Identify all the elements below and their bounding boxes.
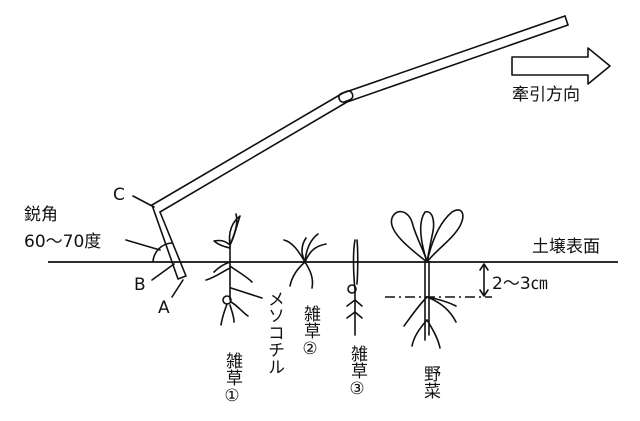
- weed-1-plant: [205, 213, 263, 326]
- vegetable-label: 野菜: [420, 365, 441, 399]
- weed-2-plant: [283, 233, 327, 289]
- pull-direction-label: 牽引方向: [512, 85, 580, 105]
- weed-2-label: 雑草②: [300, 305, 321, 359]
- weed-1-label: 雑草①: [222, 352, 243, 406]
- acute-angle-label: 鋭角: [24, 205, 58, 225]
- mesocotyl-label: メソコチル: [264, 290, 284, 375]
- weed-3-plant: [346, 239, 363, 336]
- depth-arrow-icon: [479, 263, 489, 297]
- leader-b: [151, 263, 175, 281]
- weed-3-label: 雑草③: [347, 345, 368, 399]
- leader-angle: [125, 239, 161, 251]
- leader-c: [132, 195, 155, 208]
- pull-direction-arrow-icon: [511, 47, 611, 85]
- soil-surface-label: 土壌表面: [532, 237, 600, 257]
- leader-a: [171, 279, 184, 298]
- vegetable-plant: [390, 209, 464, 349]
- depth-label: 2〜3㎝: [492, 274, 548, 294]
- tool-handle: [151, 15, 569, 213]
- point-a-label: A: [158, 298, 170, 318]
- tool-blade: [151, 204, 187, 280]
- point-b-label: B: [134, 275, 146, 295]
- point-c-label: C: [113, 185, 125, 205]
- angle-range-label: 60〜70度: [24, 232, 101, 252]
